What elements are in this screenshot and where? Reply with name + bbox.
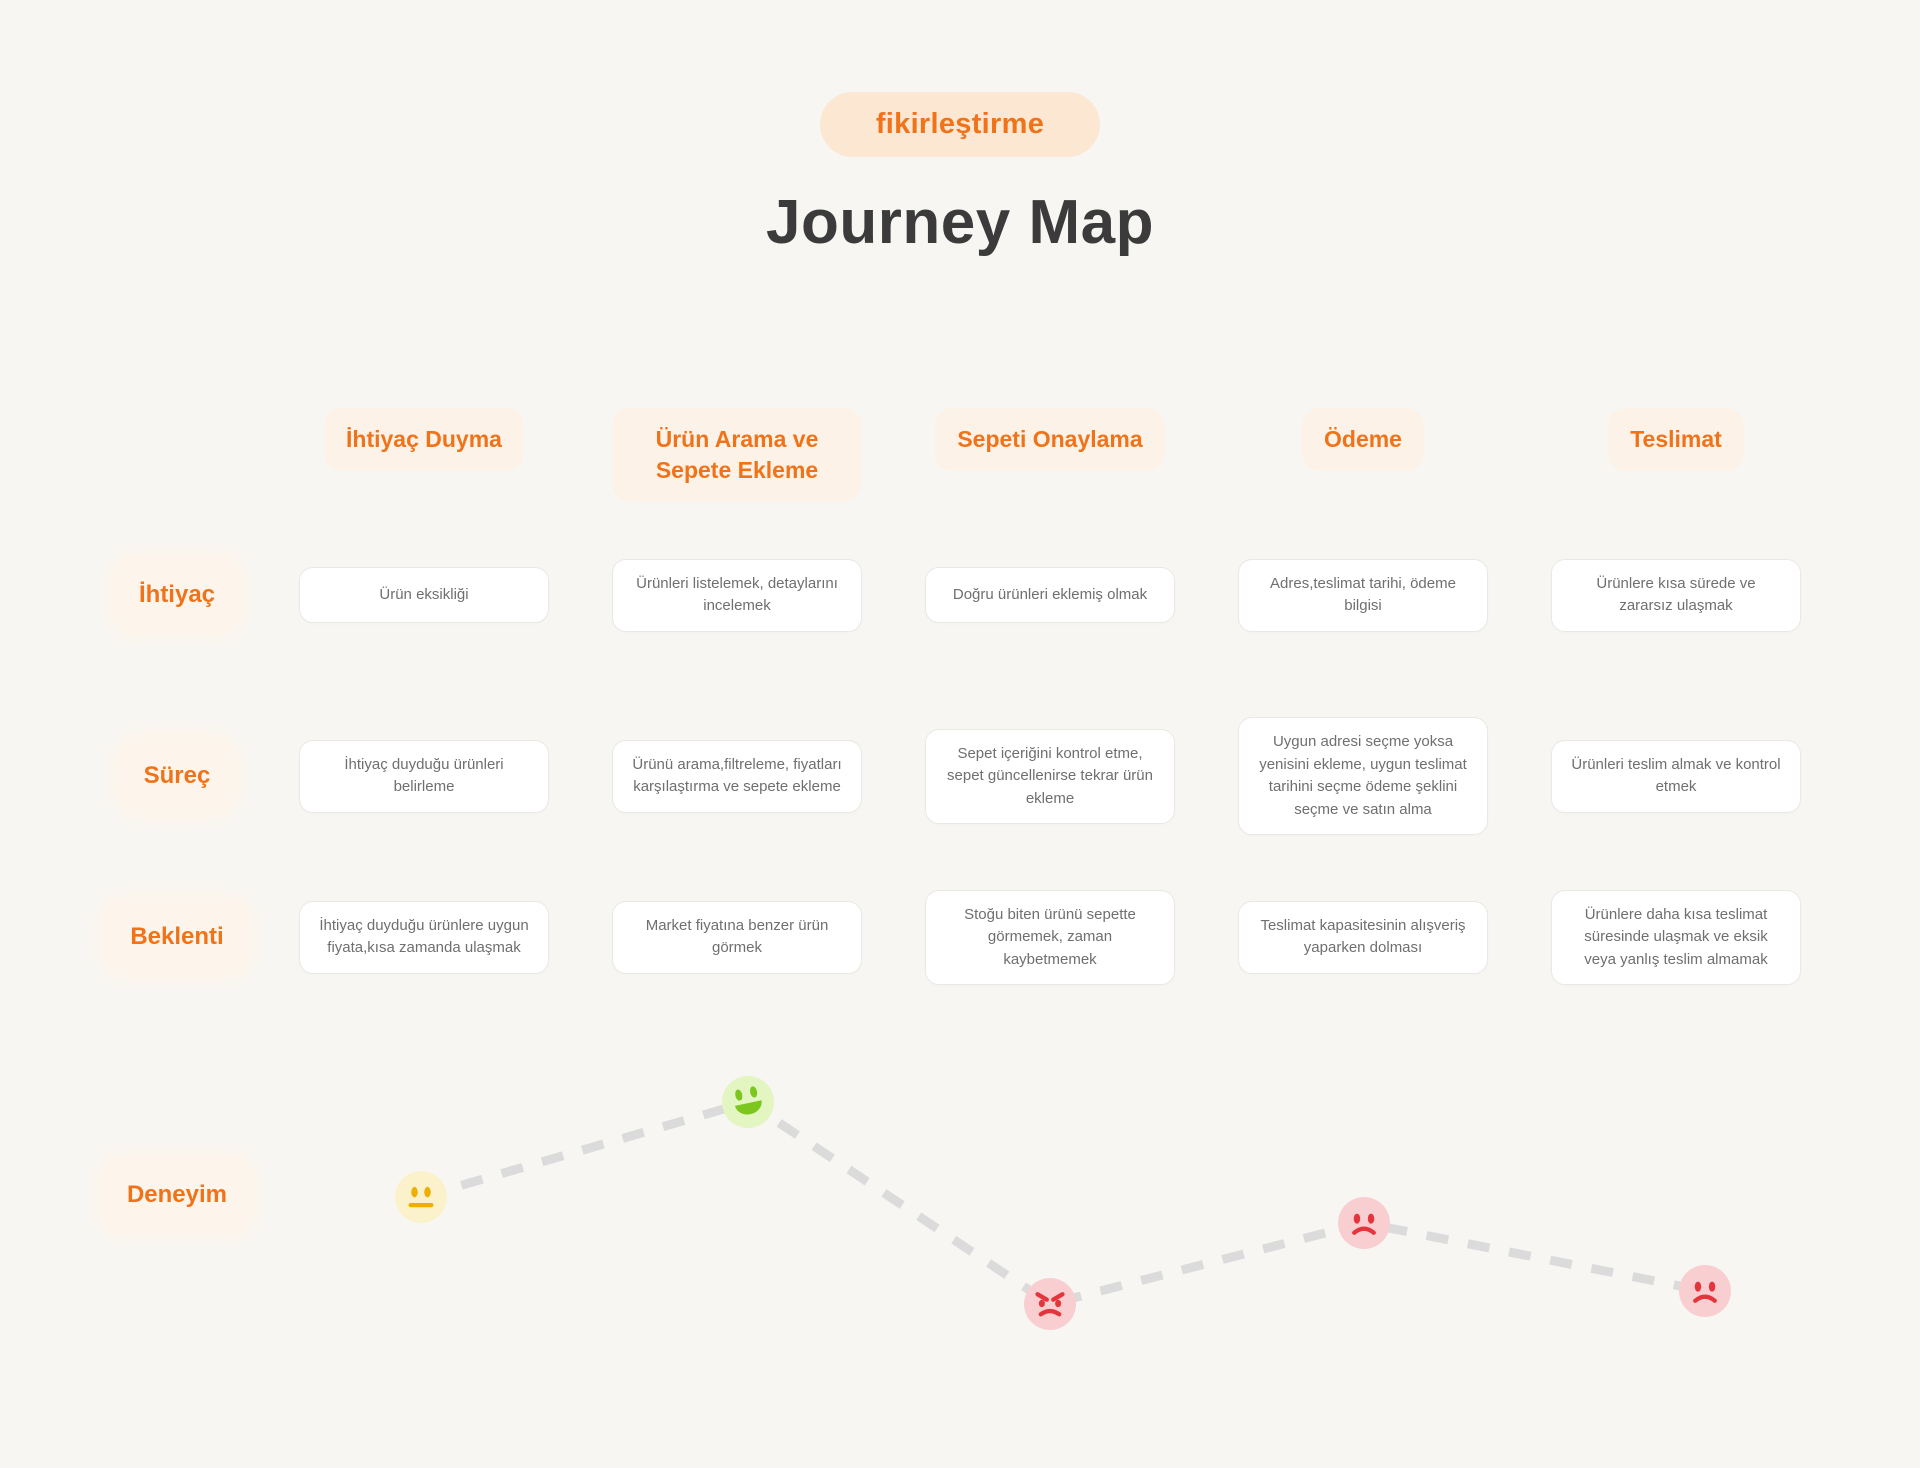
journey-card-cell: Uygun adresi seçme yoksa yenisini ekleme…: [1238, 690, 1488, 862]
ideation-badge: fikirleştirme: [819, 92, 1101, 157]
journey-card: İhtiyaç duyduğu ürünleri belirleme: [299, 739, 549, 813]
journey-card-cell: Ürünü arama,filtreleme, fiyatları karşıl…: [612, 690, 862, 862]
emoji-angry-icon: [1024, 1278, 1076, 1331]
emoji-neutral-icon: [395, 1171, 447, 1224]
journey-card-cell: Doğru ürünleri eklemiş olmak: [925, 500, 1175, 690]
sad-face-icon: [1679, 1265, 1731, 1318]
stage-header-pill: Teslimat: [1608, 408, 1744, 471]
emoji-happy-icon: [722, 1076, 774, 1129]
neutral-face-icon: [395, 1171, 447, 1224]
stage-header-cell: İhtiyaç Duyma: [299, 408, 549, 500]
stage-header-cell: Teslimat: [1551, 408, 1801, 500]
journey-card: Uygun adresi seçme yoksa yenisini ekleme…: [1238, 717, 1488, 836]
journey-card: Ürünleri listelemek, detaylarını incelem…: [612, 558, 862, 632]
stage-header-cell: Ödeme: [1238, 408, 1488, 500]
stage-header-cell: Sepeti Onaylama: [925, 408, 1175, 500]
stage-header-row: İhtiyaç Duyma Ürün Arama ve Sepete Eklem…: [0, 408, 1920, 502]
journey-card-cell: Ürünleri listelemek, detaylarını incelem…: [612, 500, 862, 690]
journey-card: İhtiyaç duyduğu ürünlere uygun fiyata,kı…: [299, 900, 549, 974]
row-label-experience: Deneyim: [100, 1156, 254, 1233]
journey-card-cell: İhtiyaç duyduğu ürünleri belirleme: [299, 690, 549, 862]
journey-row: Beklenti İhtiyaç duyduğu ürünlere uygun …: [0, 862, 1920, 1012]
journey-row: Süreç İhtiyaç duyduğu ürünleri belirleme…: [0, 690, 1920, 862]
journey-card: Stoğu biten ürünü sepette görmemek, zama…: [925, 889, 1175, 986]
row-label-pill: Beklenti: [104, 899, 250, 976]
ideation-badge-label: fikirleştirme: [875, 108, 1045, 140]
journey-card-cell: Adres,teslimat tarihi, ödeme bilgisi: [1238, 500, 1488, 690]
stage-header-pill: Sepeti Onaylama: [935, 408, 1165, 471]
journey-card-cell: İhtiyaç duyduğu ürünlere uygun fiyata,kı…: [299, 862, 549, 1012]
journey-card: Ürünlere kısa sürede ve zararsız ulaşmak: [1551, 558, 1801, 632]
journey-card: Sepet içeriğini kontrol etme, sepet günc…: [925, 728, 1175, 825]
journey-card: Ürünleri teslim almak ve kontrol etmek: [1551, 739, 1801, 813]
header-row-spacer: [55, 408, 299, 500]
row-label-cell: İhtiyaç: [55, 500, 299, 690]
journey-card: Ürünü arama,filtreleme, fiyatları karşıl…: [612, 739, 862, 813]
journey-card-cell: Teslimat kapasitesinin alışveriş yaparke…: [1238, 862, 1488, 1012]
journey-card-cell: Ürünlere kısa sürede ve zararsız ulaşmak: [1551, 500, 1801, 690]
sad-face-icon: [1338, 1197, 1390, 1250]
journey-card-cell: Ürün eksikliği: [299, 500, 549, 690]
experience-curve-canvas: [299, 1012, 1829, 1377]
row-label-pill: Süreç: [117, 738, 237, 815]
stage-header-pill: İhtiyaç Duyma: [324, 408, 524, 471]
row-label-cell: Beklenti: [55, 862, 299, 1012]
experience-row: Deneyim: [0, 1012, 1920, 1377]
page-title: Journey Map: [766, 188, 1154, 257]
experience-label-cell: Deneyim: [55, 1012, 299, 1377]
journey-card: Ürün eksikliği: [299, 567, 549, 624]
emoji-sad-icon: [1338, 1197, 1390, 1250]
angry-face-icon: [1024, 1278, 1076, 1331]
happy-face-icon: [722, 1076, 774, 1129]
experience-dashed-line: [419, 1097, 1706, 1310]
row-label-pill: İhtiyaç: [112, 557, 242, 634]
journey-card: Teslimat kapasitesinin alışveriş yaparke…: [1238, 900, 1488, 974]
journey-card-cell: Ürünlere daha kısa teslimat süresinde ul…: [1551, 862, 1801, 1012]
stage-header-cell: Ürün Arama ve Sepete Ekleme: [612, 408, 862, 502]
journey-card: Ürünlere daha kısa teslimat süresinde ul…: [1551, 889, 1801, 986]
journey-card: Doğru ürünleri eklemiş olmak: [925, 567, 1175, 624]
journey-card-cell: Market fiyatına benzer ürün görmek: [612, 862, 862, 1012]
journey-card: Adres,teslimat tarihi, ödeme bilgisi: [1238, 558, 1488, 632]
journey-card-cell: Stoğu biten ürünü sepette görmemek, zama…: [925, 862, 1175, 1012]
journey-card-cell: Ürünleri teslim almak ve kontrol etmek: [1551, 690, 1801, 862]
row-label-cell: Süreç: [55, 690, 299, 862]
journey-card: Market fiyatına benzer ürün görmek: [612, 900, 862, 974]
emoji-sad-icon: [1679, 1265, 1731, 1318]
journey-grid: İhtiyaç Duyma Ürün Arama ve Sepete Eklem…: [0, 408, 1920, 1377]
journey-rows: İhtiyaç Ürün eksikliği Ürünleri listelem…: [0, 500, 1920, 1012]
stage-header-pill: Ödeme: [1302, 408, 1424, 471]
journey-card-cell: Sepet içeriğini kontrol etme, sepet günc…: [925, 690, 1175, 862]
stage-header-pill: Ürün Arama ve Sepete Ekleme: [612, 408, 862, 502]
journey-row: İhtiyaç Ürün eksikliği Ürünleri listelem…: [0, 500, 1920, 690]
